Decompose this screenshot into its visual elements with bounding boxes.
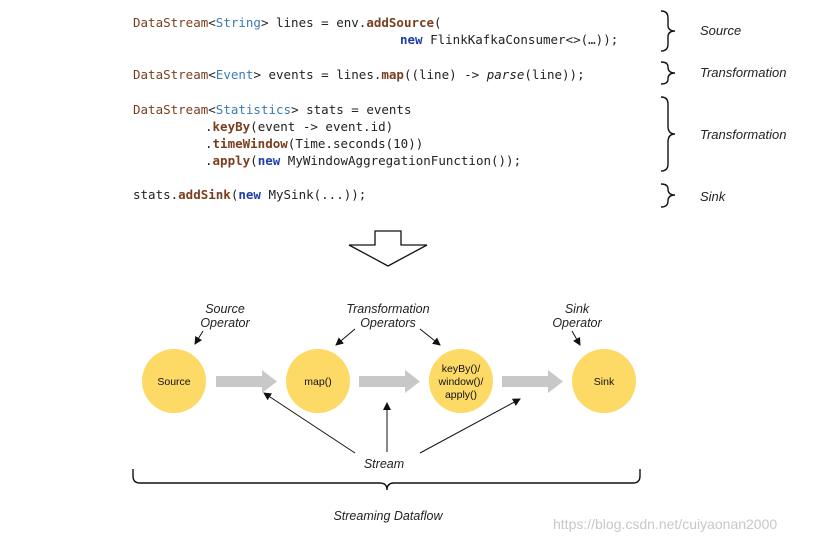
node-keyby-window-apply (429, 349, 493, 413)
flow-arrow-keyby-sink (502, 370, 563, 393)
code-stats-line-1: DataStream<Statistics> stats = events (133, 102, 412, 117)
arrow-sink-operator (571, 330, 581, 346)
code-source-line-2: new FlinkKafkaConsumer<>(…)); (400, 32, 619, 47)
annotation-source-operator: Source Operator (200, 302, 250, 330)
code-source-line-1: DataStream<String> lines = env.addSource… (133, 15, 442, 30)
node-map (286, 349, 350, 413)
node-source-label: Source (157, 376, 190, 388)
code-braces (660, 10, 676, 208)
flow-arrow-map-keyby (359, 370, 420, 393)
down-arrow-icon (348, 230, 428, 267)
code-stats-line-3: .timeWindow(Time.seconds(10)) (205, 136, 424, 151)
annotation-stream: Stream (363, 457, 405, 471)
annotation-arrows (194, 328, 581, 454)
label-transformation-2: Transformation (700, 127, 787, 142)
node-keyby-label-line-2: window()/ (438, 376, 484, 388)
code-transform-line: DataStream<Event> events = lines.map((li… (133, 67, 585, 82)
streaming-dataflow-brace (132, 469, 641, 491)
node-sink-label: Sink (594, 376, 615, 388)
flow-arrows (216, 370, 563, 393)
node-source (142, 349, 206, 413)
annotation-streaming-dataflow: Streaming Dataflow (333, 509, 443, 523)
code-stats-line-4: .apply(new MyWindowAggregationFunction()… (205, 153, 522, 168)
arrow-transformation-right (419, 328, 441, 346)
brace-transformation-2 (660, 96, 676, 172)
brace-source (660, 10, 676, 52)
node-map-label: map() (304, 376, 331, 388)
arrow-stream-1 (263, 392, 356, 454)
code-sink-line: stats.addSink(new MySink(...)); (133, 187, 367, 202)
brace-sink (660, 183, 676, 208)
arrow-source-operator (194, 330, 204, 345)
code-stats-line-2: .keyBy(event -> event.id) (205, 119, 394, 134)
arrow-stream-3 (419, 398, 521, 454)
flow-arrow-source-map (216, 370, 277, 393)
node-sink (572, 349, 636, 413)
annotation-sink-operator: Sink Operator (552, 302, 602, 330)
node-keyby-label-line-1: keyBy()/ (442, 363, 481, 375)
arrow-transformation-left (335, 328, 356, 346)
label-sink: Sink (700, 189, 726, 204)
label-transformation-1: Transformation (700, 65, 787, 80)
brace-transformation-1 (660, 61, 676, 85)
label-source: Source (700, 23, 742, 38)
watermark-text: https://blog.csdn.net/cuiyaonan2000 (553, 516, 778, 532)
node-keyby-label-line-3: apply() (445, 389, 477, 401)
annotation-transformation-operators: Transformation Operators (346, 302, 430, 330)
